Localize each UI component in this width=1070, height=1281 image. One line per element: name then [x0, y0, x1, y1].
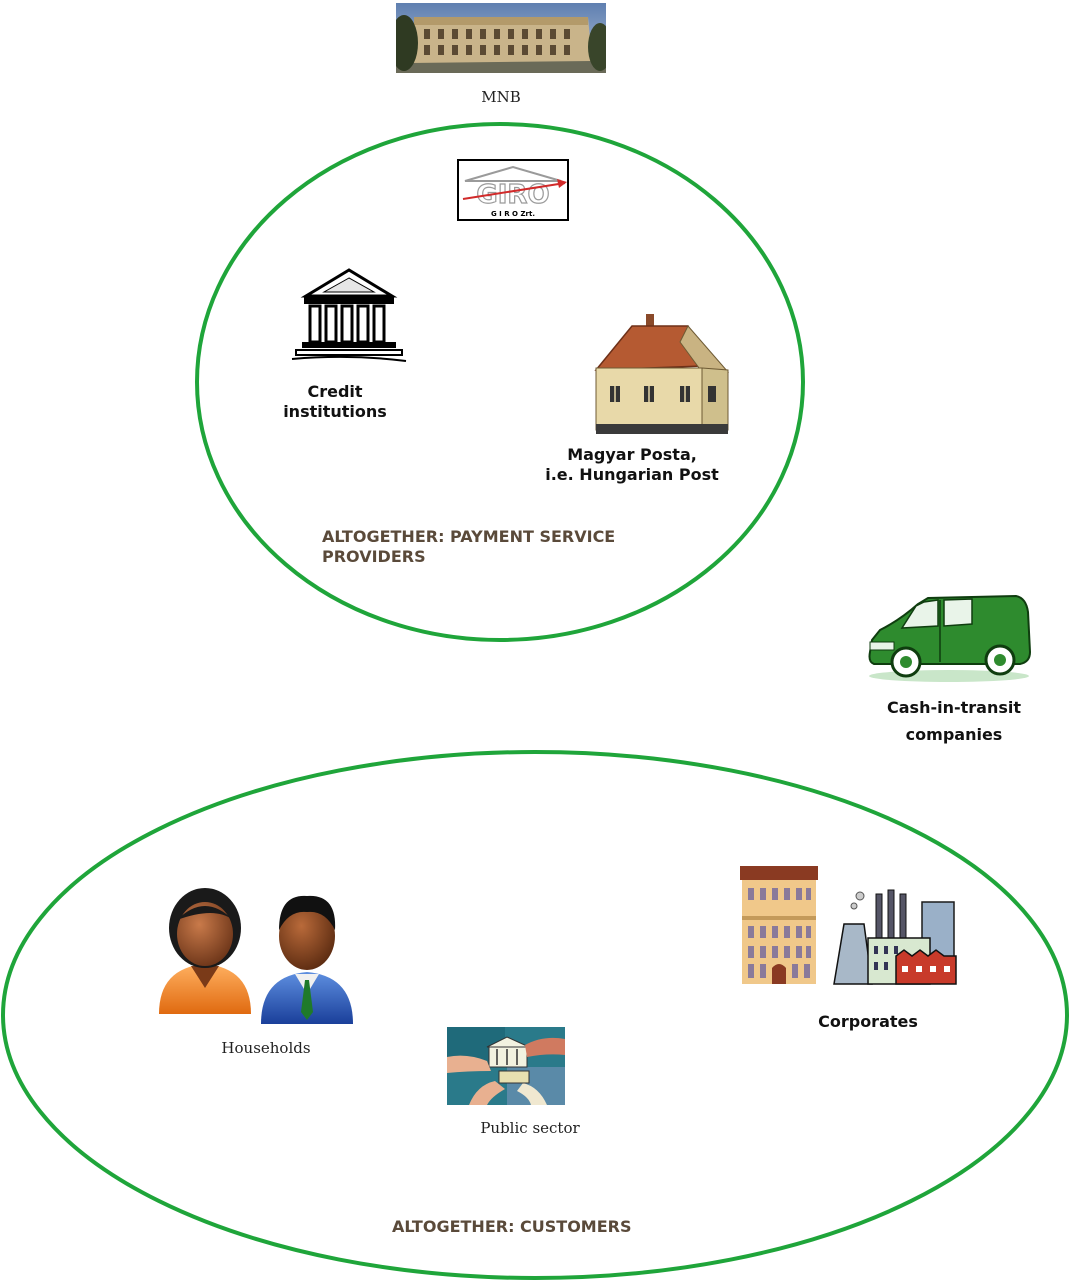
office-building-icon: [740, 866, 820, 984]
households-label: Households: [221, 1039, 311, 1057]
post-office-house-icon: [592, 312, 732, 438]
bank-icon: [290, 266, 408, 364]
credit-label-line-1: Credit: [307, 382, 363, 401]
post-label-line-2: i.e. Hungarian Post: [545, 465, 719, 484]
giro-logo: GIRO G I R O Zrt.: [457, 159, 569, 221]
customers-ellipse: [1, 750, 1069, 1280]
post-label-line-1: Magyar Posta,: [567, 445, 697, 464]
providers-group-line-2: PROVIDERS: [322, 547, 426, 566]
cash-in-transit-label: Cash-in-transit companies: [876, 694, 1032, 748]
public-sector-icon: [447, 1027, 565, 1105]
customers-group-label: ALTOGETHER: CUSTOMERS: [392, 1217, 632, 1236]
households-people-icon: [155, 884, 365, 1029]
providers-group-line-1: ALTOGETHER: PAYMENT SERVICE: [322, 527, 616, 546]
cit-label-line-2: companies: [905, 725, 1003, 744]
credit-institutions-label: Credit institutions: [278, 382, 392, 422]
giro-logo-subtext: G I R O Zrt.: [491, 210, 535, 218]
credit-label-line-2: institutions: [283, 402, 387, 421]
mnb-building-image: [396, 3, 606, 73]
mnb-label: MNB: [481, 88, 521, 106]
factory-icon: [830, 884, 960, 988]
providers-ellipse: [195, 122, 805, 642]
cit-label-line-1: Cash-in-transit: [887, 698, 1021, 717]
public-sector-label: Public sector: [480, 1119, 580, 1137]
corporates-label: Corporates: [818, 1012, 918, 1031]
providers-group-label: ALTOGETHER: PAYMENT SERVICE PROVIDERS: [322, 527, 642, 567]
magyar-posta-label: Magyar Posta, i.e. Hungarian Post: [540, 445, 724, 485]
van-icon: [866, 592, 1032, 684]
